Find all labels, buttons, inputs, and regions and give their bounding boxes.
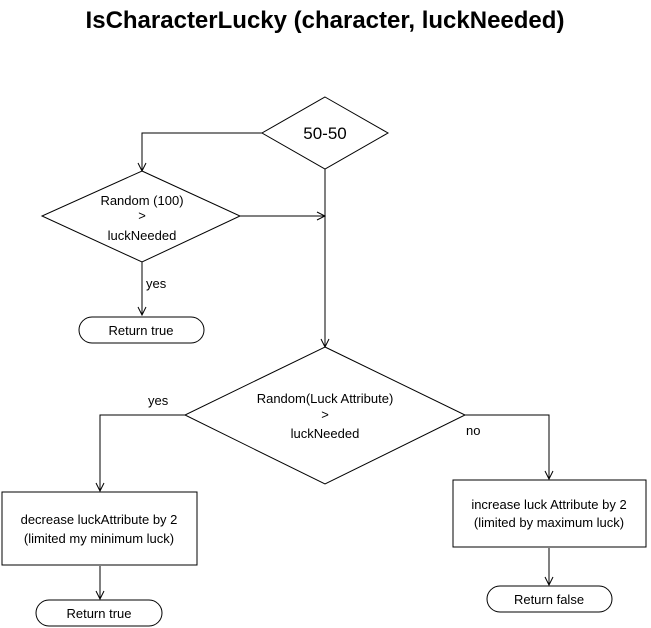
decision-random-luck: Random(Luck Attribute) > luckNeeded — [183, 346, 467, 485]
terminal-return-true-top: Return true — [78, 316, 205, 344]
svg-text:Return true: Return true — [108, 323, 173, 338]
edge-label-yes-top: yes — [146, 276, 167, 291]
edge-label-no-right: no — [466, 423, 480, 438]
process-decrease-luck: decrease luckAttribute by 2 (limited my … — [1, 491, 198, 566]
svg-text:(limited by maximum luck): (limited by maximum luck) — [474, 515, 624, 530]
svg-text:>: > — [138, 208, 146, 223]
edge-random-luck-no — [465, 414, 549, 479]
svg-text:increase luck Attribute by 2: increase luck Attribute by 2 — [471, 497, 626, 512]
decision-random-100: Random (100) > luckNeeded — [40, 170, 242, 263]
svg-text:luckNeeded: luckNeeded — [108, 228, 177, 243]
edge-random-luck-yes — [100, 414, 185, 491]
svg-text:luckNeeded: luckNeeded — [291, 426, 360, 441]
edge-label-yes-left: yes — [148, 393, 169, 408]
svg-text:50-50: 50-50 — [303, 124, 346, 143]
terminal-return-false: Return false — [486, 585, 613, 613]
diagram-title: IsCharacterLucky (character, luckNeeded) — [86, 7, 565, 34]
process-increase-luck: increase luck Attribute by 2 (limited by… — [452, 479, 647, 548]
svg-text:Return true: Return true — [66, 606, 131, 621]
edge-5050-to-random100 — [142, 132, 262, 171]
svg-text:Random(Luck Attribute): Random(Luck Attribute) — [257, 391, 394, 406]
svg-text:(limited my minimum luck): (limited my minimum luck) — [24, 531, 174, 546]
svg-text:Return false: Return false — [514, 592, 584, 607]
svg-text:Random (100): Random (100) — [100, 193, 183, 208]
svg-text:decrease luckAttribute by 2: decrease luckAttribute by 2 — [21, 512, 178, 527]
decision-fifty-fifty: 50-50 — [260, 96, 390, 170]
svg-text:>: > — [321, 407, 329, 422]
terminal-return-true-bottom: Return true — [35, 599, 163, 627]
